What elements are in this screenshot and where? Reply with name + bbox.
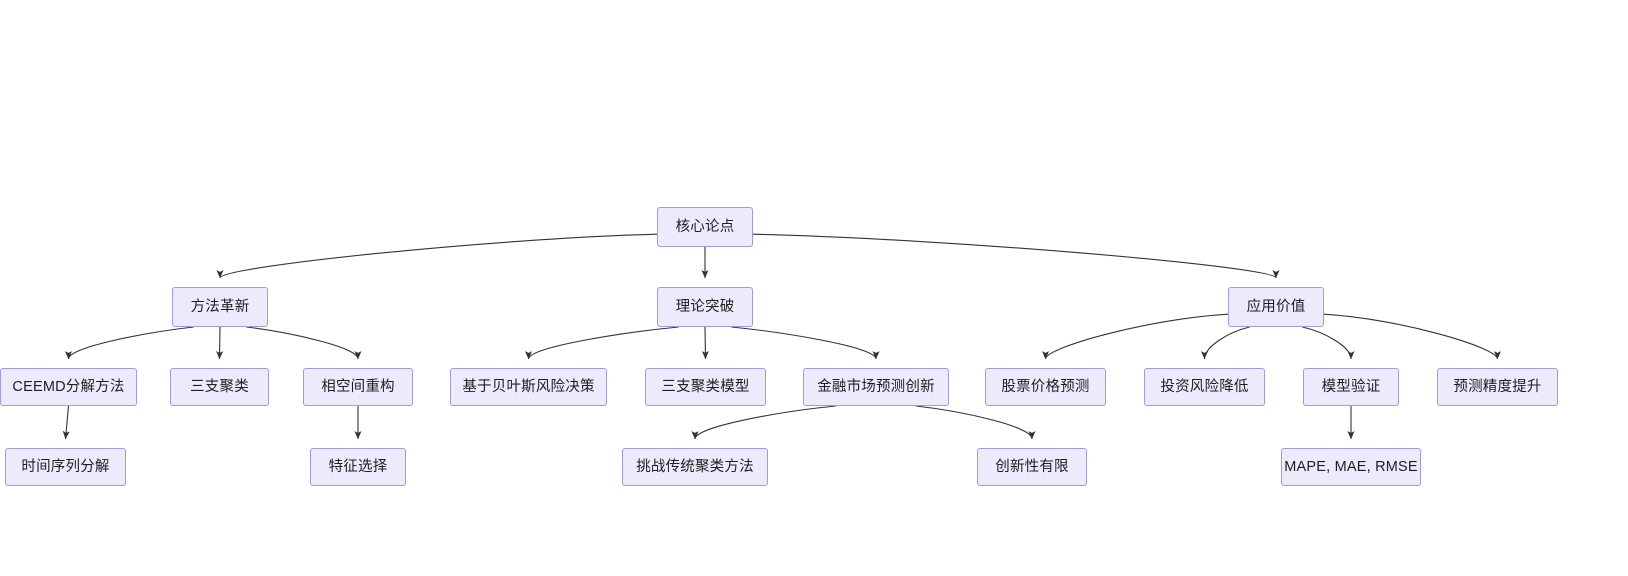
node-c3[interactable]: 相空间重构 xyxy=(303,368,413,406)
edges-group xyxy=(62,233,1501,440)
node-c6[interactable]: 金融市场预测创新 xyxy=(803,368,949,406)
node-b3[interactable]: 应用价值 xyxy=(1228,287,1324,327)
node-d3[interactable]: 挑战传统聚类方法 xyxy=(622,448,768,486)
node-label: 预测精度提升 xyxy=(1453,378,1542,395)
edge-b2-to-c4 xyxy=(525,326,679,360)
edge-root-to-b1 xyxy=(216,233,658,279)
node-label: 理论突破 xyxy=(675,298,735,315)
node-label: 股票价格预测 xyxy=(1001,378,1090,395)
edge-b1-to-c3 xyxy=(246,326,362,360)
node-b1[interactable]: 方法革新 xyxy=(172,287,268,327)
node-label: 特征选择 xyxy=(328,458,388,475)
edge-b1-to-c1 xyxy=(65,326,194,360)
node-c5[interactable]: 三支聚类模型 xyxy=(645,368,766,406)
node-d1[interactable]: 时间序列分解 xyxy=(5,448,126,486)
edge-c6-to-d4 xyxy=(916,405,1036,440)
node-d4[interactable]: 创新性有限 xyxy=(977,448,1087,486)
node-label: 基于贝叶斯风险决策 xyxy=(462,378,595,395)
node-c8[interactable]: 投资风险降低 xyxy=(1144,368,1265,406)
node-label: 金融市场预测创新 xyxy=(817,378,935,395)
node-label: 方法革新 xyxy=(190,298,250,315)
edge-b3-to-c9 xyxy=(1302,326,1355,360)
node-label: 相空间重构 xyxy=(321,378,395,395)
node-b2[interactable]: 理论突破 xyxy=(657,287,753,327)
edge-b3-to-c8 xyxy=(1200,326,1250,360)
node-label: CEEMD分解方法 xyxy=(12,378,125,395)
edge-root-to-b3 xyxy=(752,233,1280,279)
edge-b3-to-c10 xyxy=(1323,313,1501,360)
edge-c1-to-d1 xyxy=(62,405,70,440)
node-label: 时间序列分解 xyxy=(21,458,110,475)
node-c4[interactable]: 基于贝叶斯风险决策 xyxy=(450,368,607,406)
node-label: 模型验证 xyxy=(1321,378,1381,395)
node-c9[interactable]: 模型验证 xyxy=(1303,368,1399,406)
node-root[interactable]: 核心论点 xyxy=(657,207,753,247)
node-label: 三支聚类 xyxy=(190,378,249,395)
node-c10[interactable]: 预测精度提升 xyxy=(1437,368,1558,406)
node-d5[interactable]: MAPE, MAE, RMSE xyxy=(1281,448,1421,486)
node-c1[interactable]: CEEMD分解方法 xyxy=(0,368,137,406)
node-label: MAPE, MAE, RMSE xyxy=(1284,458,1418,475)
edge-c6-to-d3 xyxy=(691,405,836,440)
node-c2[interactable]: 三支聚类 xyxy=(170,368,269,406)
node-d2[interactable]: 特征选择 xyxy=(310,448,406,486)
node-c7[interactable]: 股票价格预测 xyxy=(985,368,1106,406)
edge-b2-to-c5 xyxy=(701,326,709,360)
node-label: 核心论点 xyxy=(675,218,735,235)
edge-b3-to-c7 xyxy=(1042,313,1229,360)
edge-b2-to-c6 xyxy=(731,326,880,360)
node-label: 投资风险降低 xyxy=(1160,378,1249,395)
edge-b1-to-c2 xyxy=(216,326,224,360)
node-label: 挑战传统聚类方法 xyxy=(636,458,754,475)
node-label: 应用价值 xyxy=(1246,298,1306,315)
node-label: 三支聚类模型 xyxy=(661,378,750,395)
node-label: 创新性有限 xyxy=(995,458,1069,475)
